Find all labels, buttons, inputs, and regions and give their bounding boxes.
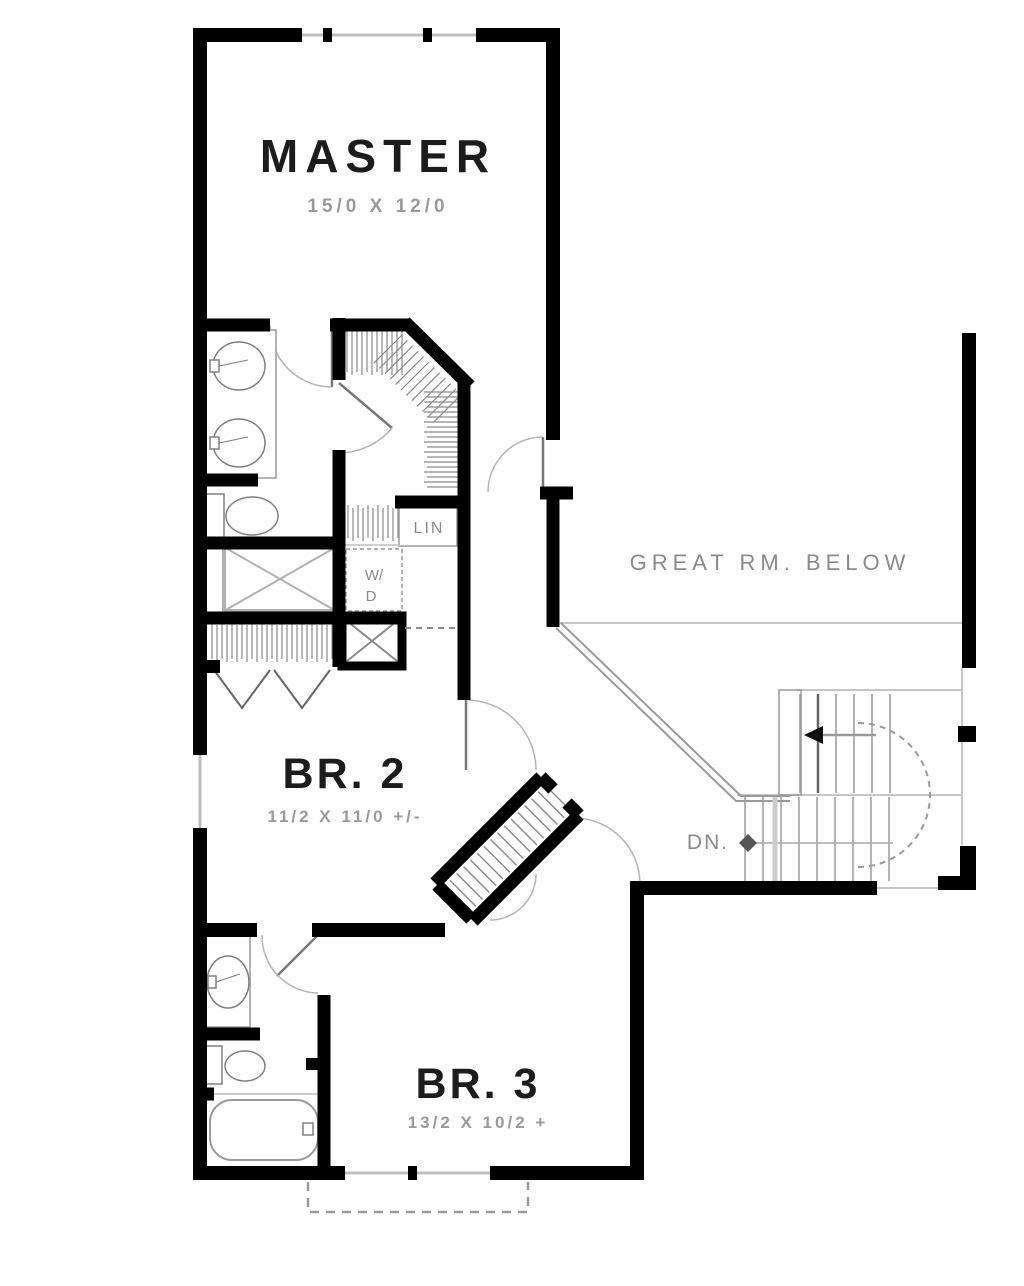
stair-railing <box>555 622 790 802</box>
toilet-icon <box>224 1050 266 1082</box>
br2-room-dims: 11/2 X 11/0 +/- <box>267 807 422 826</box>
toilet-tank <box>205 1045 223 1085</box>
br2-closet-bifold-right <box>273 669 331 710</box>
br2-closet-bifold-left <box>213 669 271 710</box>
window-mullion <box>408 1166 417 1180</box>
master-closet-hatch-diagonal <box>373 334 462 423</box>
faucet-handle <box>218 436 249 444</box>
closet-door-leaf <box>338 382 393 429</box>
br3-room-dims: 13/2 X 10/2 + <box>408 1113 549 1132</box>
br3-door-arc <box>574 817 641 885</box>
washer-dryer-box <box>345 548 403 612</box>
staircase <box>739 689 931 881</box>
porch-outline-dashed <box>306 1182 530 1214</box>
shower-x <box>223 546 337 612</box>
window-mullion <box>423 28 432 42</box>
toilet-tank <box>205 493 225 539</box>
doors <box>213 324 641 994</box>
toilet-icon <box>225 496 279 536</box>
stair-direction-arrow-icon <box>804 726 823 744</box>
stair-walkline-start-icon <box>739 834 757 852</box>
down-label: DN. <box>687 831 729 854</box>
walls <box>193 28 976 1180</box>
br2-closet-hatch <box>211 622 333 662</box>
stair-landing <box>778 689 802 796</box>
stair-treads-lower <box>744 797 890 881</box>
tub-faucet-icon <box>302 1122 314 1136</box>
wall-stub <box>306 1058 319 1070</box>
br2-door-arc <box>465 699 537 771</box>
window-mullion <box>323 28 332 42</box>
great-room-label: GREAT RM. BELOW <box>630 550 911 575</box>
br2-room-label: BR. 2 <box>283 750 408 798</box>
bathtub <box>209 1099 319 1161</box>
faucet-icon <box>209 359 220 373</box>
master-bath-fixtures <box>205 329 338 613</box>
interior-walls <box>193 317 584 1173</box>
br3-room-label: BR. 3 <box>416 1060 541 1108</box>
faucet-handle <box>215 973 241 983</box>
dryer-label: D <box>366 588 377 605</box>
faucet-handle <box>218 359 249 367</box>
labels: MASTER 15/0 X 12/0 BR. 2 11/2 X 11/0 +/-… <box>260 130 911 1132</box>
master-room-dims: 15/0 X 12/0 <box>307 196 448 217</box>
linen-label: LIN <box>414 520 445 537</box>
windows <box>198 28 530 1214</box>
washer-label: W/ <box>365 567 384 584</box>
wall-stub <box>196 660 220 673</box>
hall-door-arc <box>487 436 544 493</box>
linen-closet-box <box>398 505 458 547</box>
lower-bath-door-arc <box>261 934 319 994</box>
corner-wall-block <box>960 846 976 890</box>
master-closet-hatch-right <box>424 391 461 488</box>
br3-closet-door-arc <box>489 873 537 921</box>
master-closet-hatch-lower <box>347 505 399 541</box>
faucet-icon <box>209 436 220 450</box>
exterior-walls <box>193 28 976 1180</box>
faucet-icon <box>207 975 217 989</box>
chase-x <box>346 620 398 662</box>
lower-bath-door-leaf <box>276 934 319 977</box>
master-room-label: MASTER <box>260 130 496 182</box>
stair-curved-rail-dashed <box>857 722 931 868</box>
wall-block <box>958 726 976 742</box>
